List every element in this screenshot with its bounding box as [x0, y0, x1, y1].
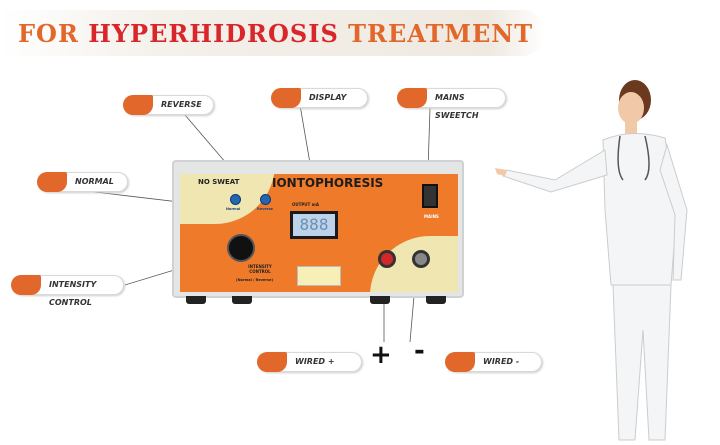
knob-sublabel: (Normal / Reverse) [236, 278, 274, 282]
callout-label: NORMAL [75, 177, 114, 186]
brand-logo [297, 266, 341, 286]
normal-button[interactable] [230, 194, 241, 205]
negative-socket[interactable] [412, 250, 430, 268]
callout-reverse: REVERSE [123, 95, 214, 115]
callout-tab [37, 172, 67, 192]
device-foot [370, 296, 390, 304]
callout-label: DISPLAY [309, 93, 347, 102]
device-foot [426, 296, 446, 304]
callout-label: WIRED - [483, 357, 520, 366]
callout-wired-minus: WIRED - [445, 352, 542, 372]
title-part: FOR [18, 19, 89, 48]
page-title: FOR HYPERHIDROSIS TREATMENT [0, 10, 545, 56]
callout-display: DISPLAY [271, 88, 368, 108]
callout-label: REVERSE [161, 100, 202, 109]
knob-label: INTENSITY CONTROL [248, 264, 272, 274]
mains-switch[interactable] [422, 184, 438, 208]
callout-label: INTENSITY CONTROL [49, 280, 97, 307]
device-name: IONTOPHORESIS [272, 176, 384, 190]
brand-label: NO SWEAT [198, 178, 240, 186]
callout-wired-plus: WIRED + [257, 352, 362, 372]
reverse-button[interactable] [260, 194, 271, 205]
callout-intensity: INTENSITY CONTROL [11, 275, 124, 307]
nurse-image [495, 80, 688, 441]
callout-mains: MAINS SWEETCH [397, 88, 506, 120]
callout-tab [11, 275, 41, 295]
device-foot [186, 296, 206, 304]
callout-normal: NORMAL [37, 172, 128, 192]
callout-tab [257, 352, 287, 372]
front-panel: NO SWEAT IONTOPHORESIS OUTPUT mA 888 Nor… [180, 174, 458, 292]
callout-tab [397, 88, 427, 108]
digital-display: 888 [290, 211, 338, 239]
display-label: OUTPUT mA [292, 202, 319, 207]
title-part: TREATMENT [338, 19, 534, 48]
iontophoresis-device: NO SWEAT IONTOPHORESIS OUTPUT mA 888 Nor… [172, 160, 464, 304]
mains-label: MAINS [424, 214, 439, 219]
callout-tab [445, 352, 475, 372]
title-part: HYPERHIDROSIS [88, 19, 339, 48]
minus-sign: - [414, 336, 425, 366]
reverse-label: Reverse [257, 207, 273, 211]
positive-socket[interactable] [378, 250, 396, 268]
intensity-knob[interactable] [227, 234, 255, 262]
callout-label: MAINS SWEETCH [435, 93, 479, 120]
plus-sign: + [370, 340, 392, 370]
device-foot [232, 296, 252, 304]
callout-tab [271, 88, 301, 108]
normal-label: Normal [226, 207, 241, 211]
callout-label: WIRED + [295, 357, 335, 366]
callout-tab [123, 95, 153, 115]
